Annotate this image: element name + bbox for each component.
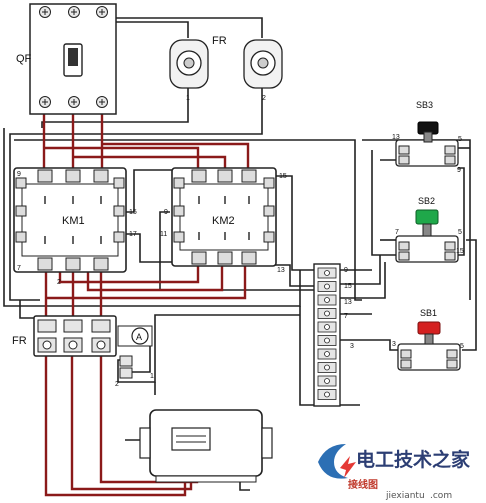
watermark-main-text: 电工技术之家 (356, 448, 471, 471)
sb2-start-button[interactable] (395, 209, 459, 263)
km2-contactor (171, 167, 277, 267)
km1-terminal-17: 17 (129, 231, 137, 238)
km1-terminal-2: 2 (57, 279, 61, 286)
fr-lower-relay (33, 315, 153, 379)
sb2-terminal-5: 5 (458, 229, 462, 236)
sb2-terminal-7: 7 (395, 229, 399, 236)
km2-terminal-9: 9 (164, 209, 168, 216)
terminal-block (313, 263, 341, 407)
km2-terminal-13: 13 (277, 267, 285, 274)
terminal-screw-icon (324, 364, 330, 371)
fr-top-terminal-1: 1 (186, 95, 190, 102)
fr-top-label: FR (212, 35, 227, 47)
motor (139, 409, 273, 483)
terminal-screw-icon (324, 391, 330, 398)
terminal-screw-icon (324, 283, 330, 290)
fr-lower-terminal-2: 2 (115, 381, 119, 388)
terminal-screw-icon (324, 297, 330, 303)
terminal-screw-icon (324, 324, 330, 330)
terminal-block-15: 15 (344, 283, 352, 290)
fr-top-relay (169, 39, 283, 89)
fr-lower-label: FR (12, 335, 27, 347)
km2-terminal-15: 15 (279, 173, 287, 180)
km1-contactor (13, 167, 127, 273)
sb2-terminal-15: 15 (456, 248, 464, 255)
terminal-screw-icon (324, 310, 330, 317)
terminal-block-13: 13 (344, 299, 352, 306)
km2-terminal-11: 11 (160, 231, 167, 238)
ammeter-icon (131, 327, 149, 345)
black-wires (3, 17, 477, 491)
terminal-screw-icon (324, 270, 330, 276)
km1-terminal-15: 15 (129, 209, 137, 216)
ammeter-label: A (136, 332, 142, 342)
sb1-terminal-5: 5 (460, 343, 464, 350)
fr-top-terminal-2: 2 (262, 95, 266, 102)
sb1-button[interactable] (397, 321, 461, 371)
watermark-logo (318, 444, 356, 479)
qf-label: QF (16, 53, 32, 65)
sb3-label: SB3 (416, 100, 433, 110)
sb3-terminal-9: 9 (457, 167, 461, 174)
terminal-screw-icon (324, 337, 330, 344)
km1-terminal-9: 9 (17, 171, 21, 178)
sb1-label: SB1 (420, 308, 437, 318)
terminal-screw-icon (324, 351, 330, 357)
sb3-terminal-5: 5 (458, 136, 462, 143)
terminal-block-7: 7 (344, 313, 348, 320)
terminal-screw-icon (324, 378, 330, 384)
watermark-url-suffix: .com (430, 491, 452, 501)
km1-terminal-7: 7 (17, 265, 21, 272)
watermark-url-text: jiexiantu (385, 491, 425, 501)
sb3-stop-button[interactable] (395, 121, 459, 167)
terminal-block-3: 3 (350, 343, 354, 350)
km2-label: KM2 (212, 215, 235, 227)
fr-lower-terminal-1: 1 (150, 373, 154, 380)
sb3-terminal-13: 13 (392, 134, 400, 141)
watermark-sub-text: 接线图 (348, 478, 378, 491)
sb1-terminal-3: 3 (392, 341, 396, 348)
km1-label: KM1 (62, 215, 85, 227)
terminal-block-9: 9 (344, 267, 348, 274)
sb2-label: SB2 (418, 196, 435, 206)
qf-circuit-breaker (29, 3, 117, 115)
